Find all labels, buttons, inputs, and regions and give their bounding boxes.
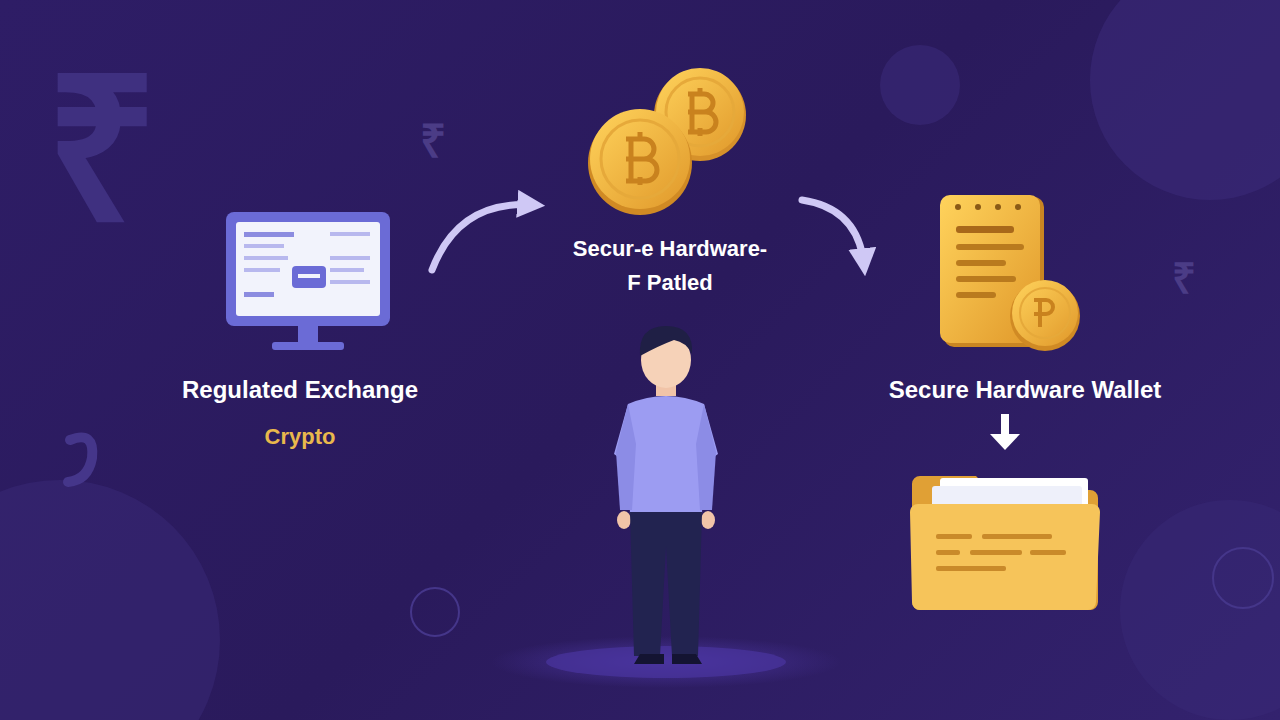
person-figure: [491, 326, 841, 688]
down-arrow: [990, 414, 1020, 450]
flow-arrow: [432, 205, 534, 270]
step-title: Secure Hardware Wallet: [870, 375, 1180, 405]
step-title: Regulated Exchange: [170, 375, 430, 405]
illustrated-step: Secure Hardware Wallet: [870, 190, 1180, 411]
bitcoin-coins: [588, 68, 746, 215]
illustrated-step: Regulated ExchangeCrypto: [170, 200, 430, 457]
rupee-watermark: ₹: [1172, 258, 1196, 300]
step-subtitle: F Patled: [540, 269, 800, 297]
illustrated-step: Secur-e Hardware- F Patled: [540, 65, 800, 302]
flow-arrow: [802, 200, 864, 265]
rupee-watermark: ₹: [420, 118, 446, 164]
rupee-watermark: ₹: [45, 50, 159, 250]
folder-icon: [910, 476, 1100, 610]
monitor-icon: [226, 212, 390, 350]
hardware-wallet-icon: [940, 195, 1080, 351]
step-subtitle: Crypto: [170, 423, 430, 451]
step-title: Secur-e Hardware-: [540, 235, 800, 263]
